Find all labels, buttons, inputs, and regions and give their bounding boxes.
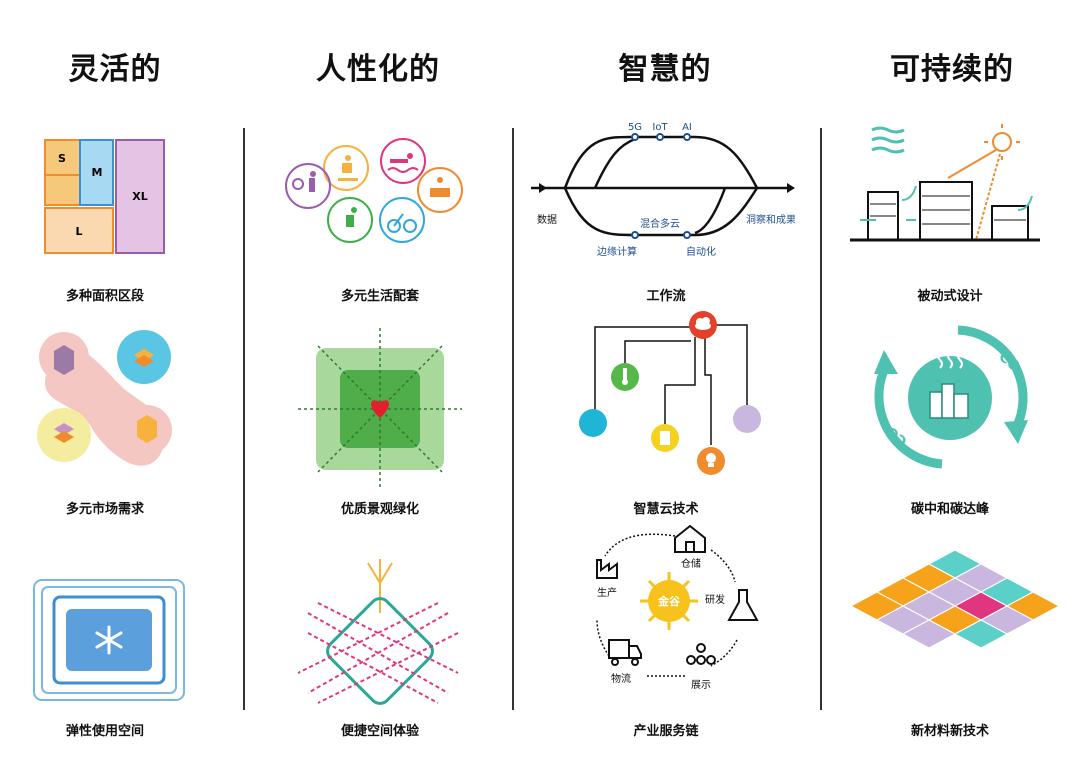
workflow-diagram: 5G IoT AI 数据 混合多云 边缘计算 自动化 洞察和成果	[525, 115, 795, 265]
size-s-label: S	[58, 152, 66, 165]
thermometer-icon	[622, 368, 628, 385]
tennis-icon	[292, 171, 316, 192]
swimming-icon	[387, 153, 419, 173]
audience-icon	[686, 643, 716, 665]
caption-diverse-life-amenities: 多元生活配套	[340, 289, 419, 304]
size-m-label: M	[92, 166, 103, 179]
passive-design-diagram	[820, 120, 1080, 250]
tag-ai: AI	[682, 122, 692, 133]
flask-icon	[727, 589, 759, 621]
size-xl-label: XL	[132, 190, 148, 203]
factory-icon	[596, 559, 618, 579]
snowflake-icon	[95, 625, 123, 655]
wind-icon	[871, 126, 905, 154]
life-amenities-diagram	[248, 128, 518, 278]
column-divider	[820, 128, 822, 710]
caption-diverse-market-demand: 多元市场需求	[65, 502, 144, 517]
caption-new-materials-tech: 新材料新技术	[910, 724, 989, 739]
truck-icon	[608, 639, 642, 666]
cycling-icon	[387, 213, 417, 233]
column-title-sustainable: 可持续的	[890, 52, 1014, 87]
label-insights-outcomes: 洞察和成果	[746, 213, 795, 226]
size-l-label: L	[75, 225, 82, 238]
reading-icon	[430, 177, 450, 197]
column-divider	[512, 128, 514, 710]
carbon-neutral-diagram: CO₂ CO₂	[820, 318, 1080, 478]
chain-label-production: 生产	[597, 586, 617, 599]
chain-label-display: 展示	[691, 679, 711, 691]
running-icon	[346, 207, 357, 227]
heart-icon	[371, 400, 389, 418]
skateboard-icon	[338, 155, 358, 181]
sun-icon	[984, 124, 1020, 160]
label-data: 数据	[537, 213, 557, 226]
column-title-smart: 智慧的	[618, 52, 712, 87]
caption-convenient-space-experience: 便捷空间体验	[340, 724, 419, 739]
sun-icon	[640, 572, 698, 630]
warehouse-icon	[674, 524, 706, 553]
chain-center-label: 金谷	[657, 594, 681, 608]
column-title-humanized: 人性化的	[316, 52, 440, 87]
new-materials-diagram	[820, 540, 1080, 700]
caption-flexible-usage-space: 弹性使用空间	[65, 724, 144, 739]
document-icon	[660, 431, 670, 445]
industry-chain-diagram: 金谷 仓储 研发 展示 物流 生产	[525, 520, 795, 700]
tag-5g: 5G	[628, 122, 642, 133]
caption-smart-cloud-tech: 智慧云技术	[633, 502, 699, 517]
caption-passive-design: 被动式设计	[917, 289, 983, 304]
caption-carbon-neutral-peak: 碳中和碳达峰	[910, 502, 989, 517]
lightbulb-icon	[706, 453, 716, 467]
label-automation: 自动化	[686, 245, 716, 258]
caption-quality-landscape-greening: 优质景观绿化	[340, 502, 419, 517]
column-title-flexible: 灵活的	[68, 52, 162, 87]
chain-label-logistics: 物流	[611, 672, 631, 685]
chain-label-rnd: 研发	[705, 593, 725, 606]
column-divider	[243, 128, 245, 710]
smart-cloud-diagram	[525, 305, 795, 480]
label-edge-computing: 边缘计算	[597, 245, 637, 258]
caption-workflow: 工作流	[646, 289, 686, 304]
convenient-space-diagram	[248, 553, 518, 713]
caption-multiple-area-ranges: 多种面积区段	[65, 289, 144, 304]
tag-iot: IoT	[652, 122, 668, 133]
caption-industry-service-chain: 产业服务链	[633, 724, 699, 739]
cloud-icon	[695, 317, 711, 330]
landscape-greening-diagram	[248, 318, 518, 488]
label-hybrid-cloud: 混合多云	[640, 217, 680, 230]
size-blocks-diagram: S M L XL	[0, 128, 250, 278]
chain-label-storage: 仓储	[681, 557, 701, 570]
market-demand-diagram	[0, 325, 250, 475]
flexible-space-diagram	[0, 565, 250, 715]
